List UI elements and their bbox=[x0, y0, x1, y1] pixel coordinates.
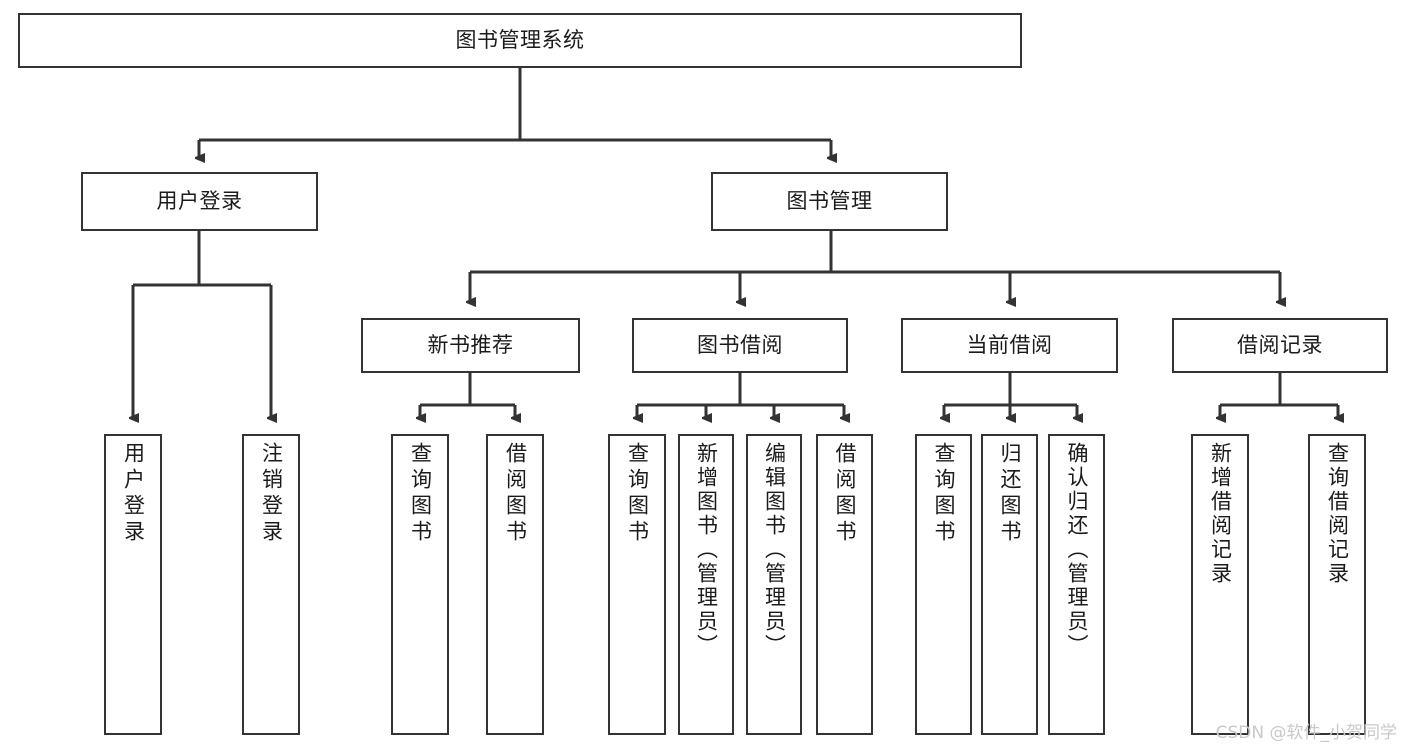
node-leaf-user-logout[interactable]: 注销登录 bbox=[242, 434, 300, 735]
node-leaf-borrow-book-1[interactable]: 借阅图书 bbox=[486, 434, 544, 735]
node-leaf-borrow-book-1-label: 借阅图书 bbox=[503, 442, 528, 546]
node-borrow-record[interactable]: 借阅记录 bbox=[1172, 318, 1388, 373]
node-leaf-borrow-book-2-label: 借阅图书 bbox=[833, 442, 857, 546]
node-leaf-query-book-3[interactable]: 查询图书 bbox=[915, 434, 972, 735]
node-book-manage[interactable]: 图书管理 bbox=[711, 172, 948, 231]
node-new-book-rec[interactable]: 新书推荐 bbox=[361, 318, 580, 373]
node-leaf-query-book-2[interactable]: 查询图书 bbox=[608, 434, 666, 735]
node-leaf-confirm-return[interactable]: 确认归还（管理员） bbox=[1048, 434, 1105, 735]
node-leaf-user-login-label: 用户登录 bbox=[121, 442, 146, 546]
node-leaf-query-book-3-label: 查询图书 bbox=[932, 442, 956, 546]
node-leaf-query-book-1-label: 查询图书 bbox=[408, 442, 433, 546]
node-leaf-query-book-1[interactable]: 查询图书 bbox=[391, 434, 449, 735]
node-leaf-user-logout-label: 注销登录 bbox=[259, 442, 284, 546]
node-borrow-record-label: 借阅记录 bbox=[1237, 333, 1323, 358]
csdn-watermark: CSDN @软件_小贺同学 bbox=[1215, 723, 1397, 743]
node-new-book-rec-label: 新书推荐 bbox=[427, 333, 514, 358]
node-leaf-query-book-2-label: 查询图书 bbox=[625, 442, 650, 546]
node-book-borrow-label: 图书借阅 bbox=[697, 333, 783, 358]
node-leaf-add-book-label: 新增图书（管理员） bbox=[694, 442, 719, 658]
node-book-borrow[interactable]: 图书借阅 bbox=[632, 318, 848, 373]
node-root[interactable]: 图书管理系统 bbox=[18, 13, 1022, 68]
node-leaf-add-record-label: 新增借阅记录 bbox=[1208, 442, 1233, 586]
node-current-borrow-label: 当前借阅 bbox=[966, 333, 1053, 358]
node-user-login-label: 用户登录 bbox=[156, 189, 243, 214]
node-book-manage-label: 图书管理 bbox=[786, 189, 873, 214]
node-leaf-edit-book-label: 编辑图书（管理员） bbox=[762, 442, 787, 658]
node-leaf-confirm-return-label: 确认归还（管理员） bbox=[1065, 442, 1089, 658]
node-leaf-edit-book[interactable]: 编辑图书（管理员） bbox=[746, 434, 802, 735]
node-root-label: 图书管理系统 bbox=[455, 28, 585, 53]
node-leaf-return-book-label: 归还图书 bbox=[998, 442, 1022, 546]
node-leaf-add-record[interactable]: 新增借阅记录 bbox=[1191, 434, 1249, 735]
node-user-login[interactable]: 用户登录 bbox=[81, 172, 318, 231]
node-current-borrow[interactable]: 当前借阅 bbox=[901, 318, 1118, 373]
node-leaf-query-record[interactable]: 查询借阅记录 bbox=[1308, 434, 1366, 735]
node-leaf-query-record-label: 查询借阅记录 bbox=[1325, 442, 1350, 586]
node-leaf-borrow-book-2[interactable]: 借阅图书 bbox=[816, 434, 873, 735]
node-leaf-user-login[interactable]: 用户登录 bbox=[104, 434, 162, 735]
node-leaf-add-book[interactable]: 新增图书（管理员） bbox=[678, 434, 734, 735]
node-leaf-return-book[interactable]: 归还图书 bbox=[981, 434, 1038, 735]
